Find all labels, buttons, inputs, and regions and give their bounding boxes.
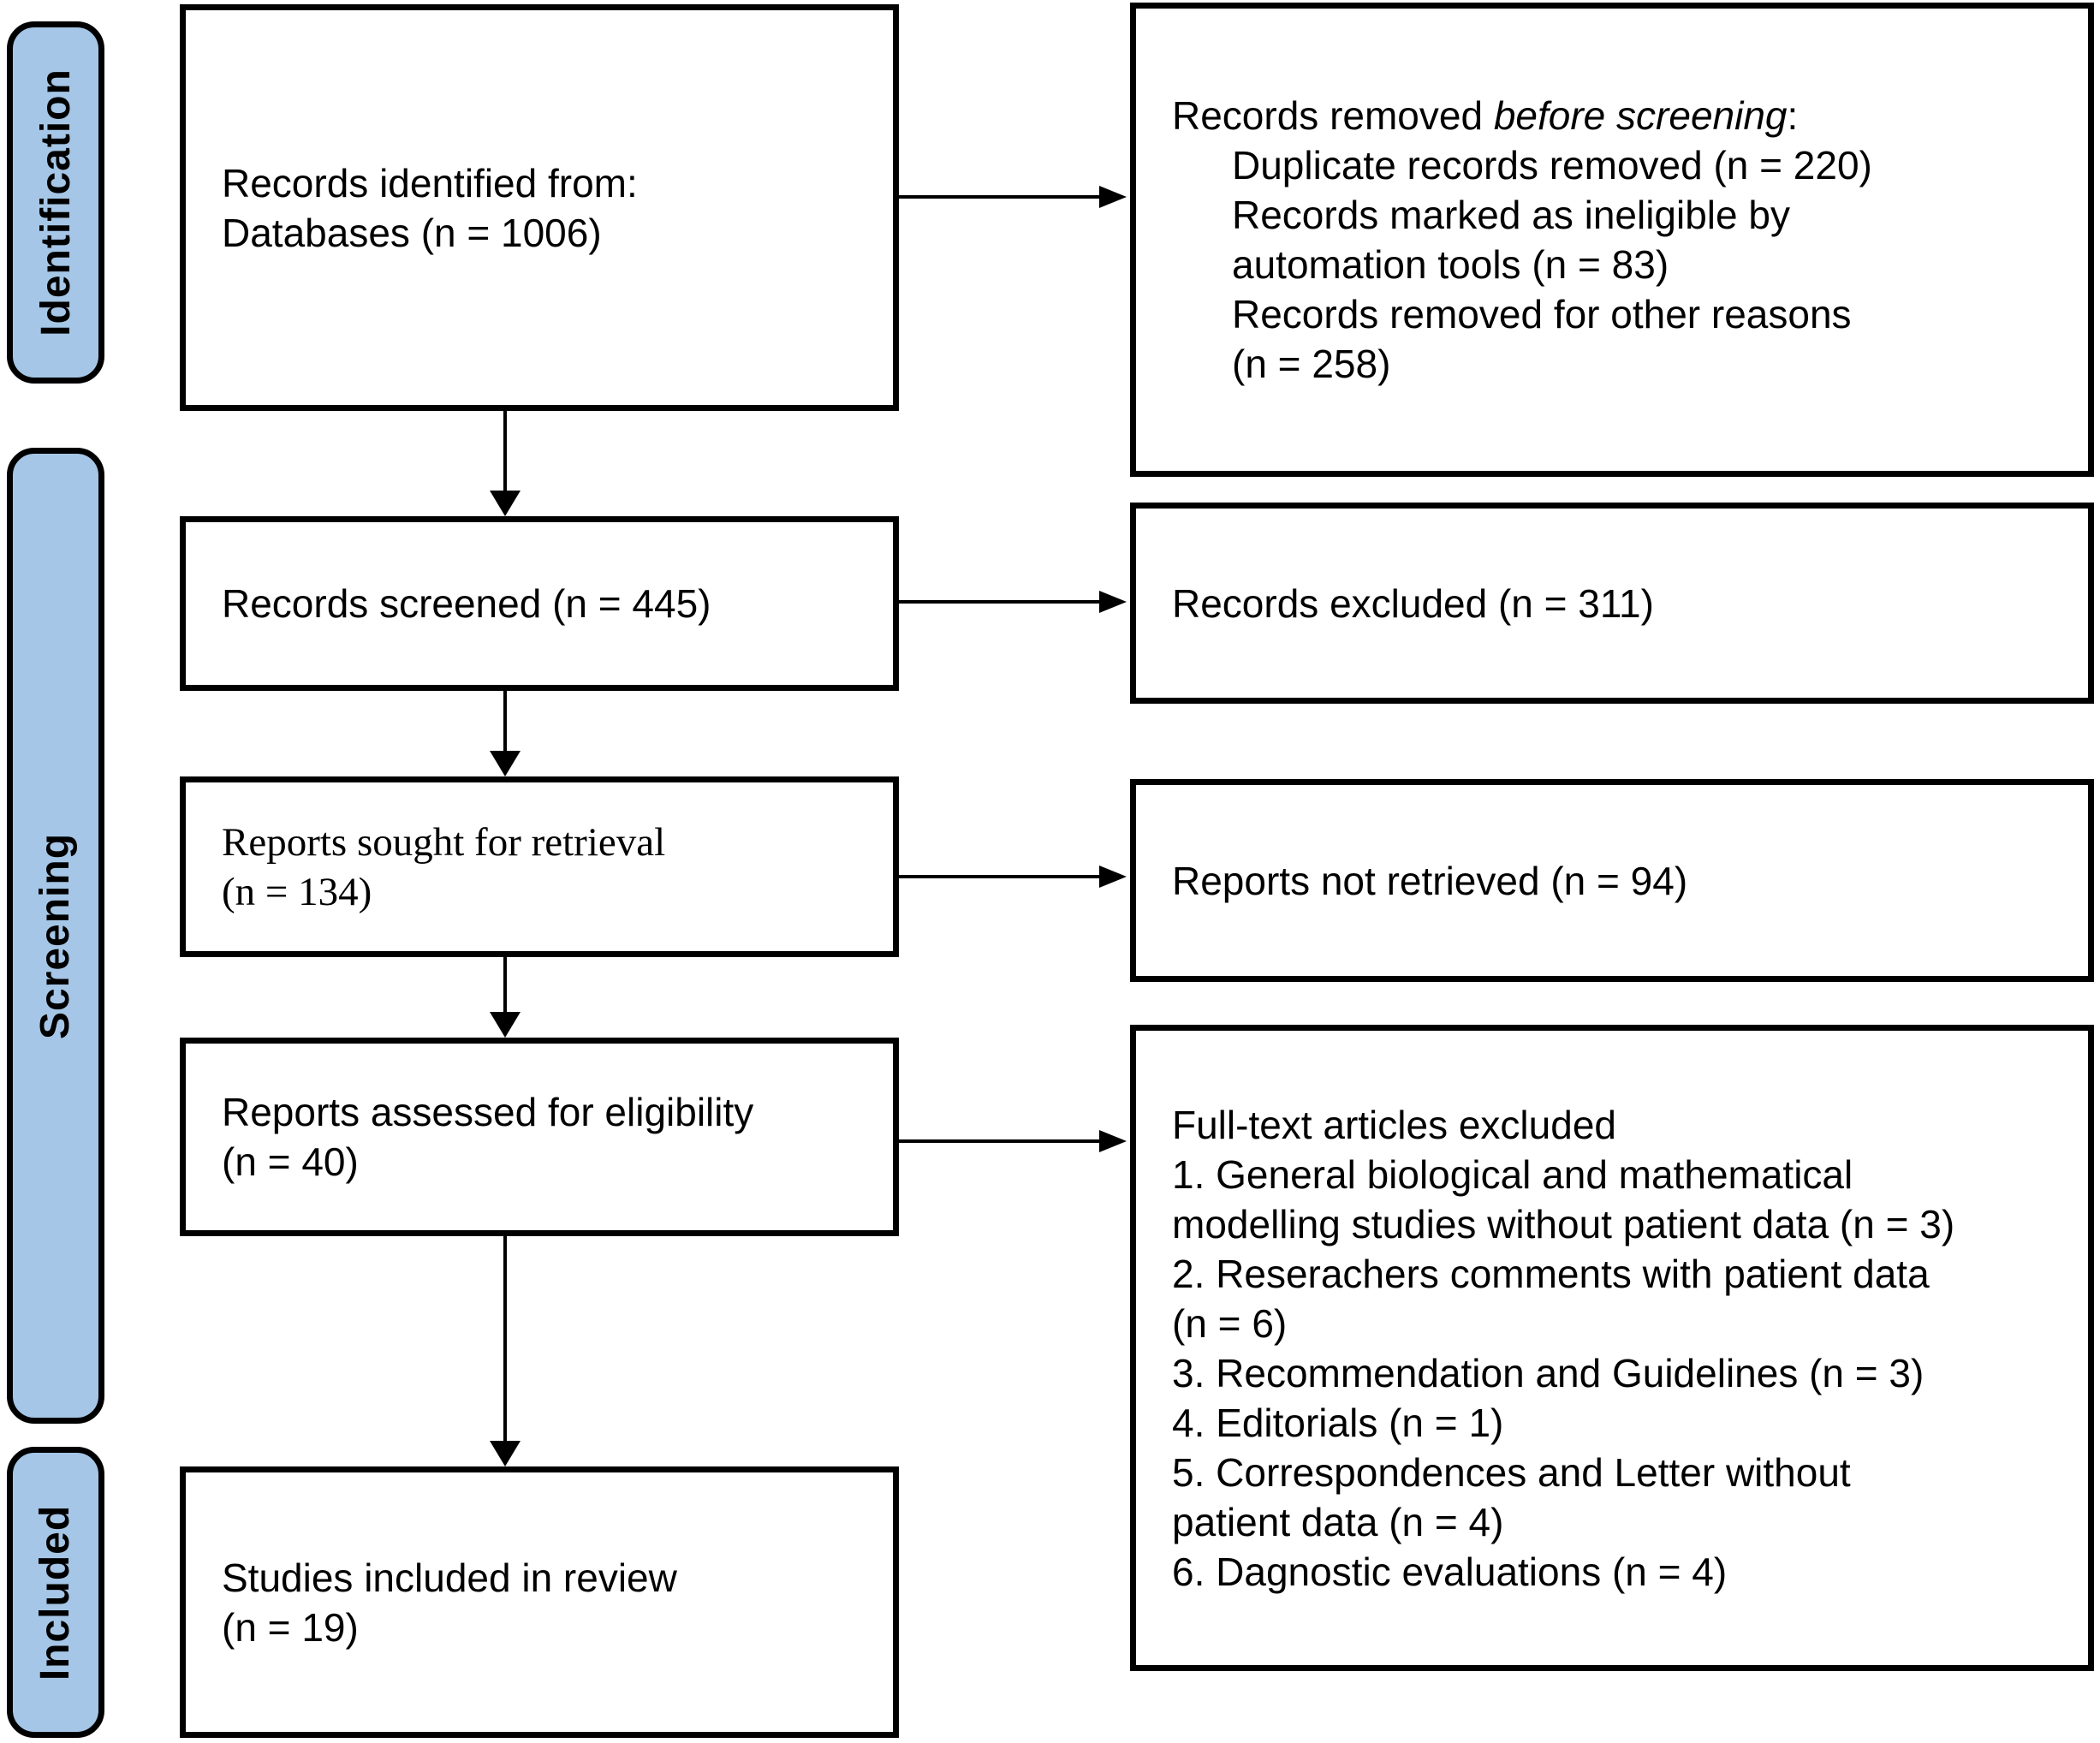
studies-included-text: Studies included in review (n = 19) (222, 1555, 677, 1650)
arrowhead-right-icon (1099, 591, 1127, 613)
arrowhead-down-icon (490, 751, 521, 776)
box-records-identified: Records identified from: Databases (n = … (180, 4, 899, 411)
fulltext-excluded-item: 3. Recommendation and Guidelines (n = 3) (1172, 1350, 1925, 1395)
box-records-screened: Records screened (n = 445) (180, 516, 899, 691)
stage-included: Included (7, 1447, 104, 1738)
arrow-sought-to-assessed (490, 957, 521, 1038)
box-records-removed: Records removed before screening: Duplic… (1130, 3, 2094, 477)
box-reports-not-retrieved: Reports not retrieved (n = 94) (1130, 779, 2094, 982)
arrow-screened-to-excluded (899, 591, 1127, 613)
arrow-identified-to-screened (490, 411, 521, 516)
records-identified-text: Records identified from: Databases (n = … (222, 160, 638, 255)
reports-not-retrieved-text: Reports not retrieved (n = 94) (1172, 858, 1688, 903)
records-removed-item: Duplicate records removed (n = 220) (1232, 143, 1872, 187)
fulltext-excluded-item: 2. Reserachers comments with patient dat… (1172, 1251, 1930, 1346)
arrow-assessed-to-included (490, 1236, 521, 1466)
records-removed-item: Records removed for other reasons (n = 2… (1232, 292, 1852, 386)
arrowhead-down-icon (490, 1441, 521, 1466)
fulltext-excluded-item: 1. General biological and mathematical m… (1172, 1151, 1955, 1246)
arrowhead-right-icon (1099, 866, 1127, 888)
reports-sought-text: Reports sought for retrieval (n = 134) (222, 819, 666, 914)
box-fulltext-excluded: Full-text articles excluded 1. General b… (1130, 1025, 2094, 1671)
box-reports-assessed: Reports assessed for eligibility (n = 40… (180, 1038, 899, 1236)
arrow-assessed-to-fulltext-excluded (899, 1130, 1127, 1152)
fulltext-excluded-item: 4. Editorials (n = 1) (1172, 1400, 1504, 1445)
records-excluded-text: Records excluded (n = 311) (1172, 580, 1654, 626)
fulltext-excluded-title: Full-text articles excluded (1172, 1102, 1616, 1147)
records-removed-suffix: : (1787, 93, 1799, 138)
records-removed-emphasis: before screening (1493, 93, 1788, 138)
arrowhead-down-icon (490, 1012, 521, 1038)
arrow-identified-to-removed (899, 186, 1127, 208)
arrowhead-right-icon (1099, 186, 1127, 208)
fulltext-excluded-item: 6. Dagnostic evaluations (n = 4) (1172, 1549, 1728, 1594)
arrow-sought-to-not-retrieved (899, 866, 1127, 888)
stage-identification: Identification (7, 21, 104, 384)
stage-screening: Screening (7, 448, 104, 1424)
stage-screening-label: Screening (33, 832, 79, 1039)
records-screened-text: Records screened (n = 445) (222, 581, 711, 626)
box-records-excluded: Records excluded (n = 311) (1130, 503, 2094, 704)
box-studies-included: Studies included in review (n = 19) (180, 1466, 899, 1738)
stage-identification-label: Identification (33, 68, 79, 336)
reports-assessed-text: Reports assessed for eligibility (n = 40… (222, 1090, 754, 1184)
records-removed-item: Records marked as ineligible by automati… (1232, 193, 1790, 287)
fulltext-excluded-item: 5. Correspondences and Letter without pa… (1172, 1449, 1851, 1544)
arrowhead-right-icon (1099, 1130, 1127, 1152)
records-removed-prefix: Records removed (1172, 93, 1494, 138)
arrow-screened-to-sought (490, 691, 521, 776)
arrowhead-down-icon (490, 491, 521, 516)
box-reports-sought: Reports sought for retrieval (n = 134) (180, 776, 899, 957)
stage-included-label: Included (33, 1504, 79, 1681)
records-removed-title: Records removed before screening: (1172, 91, 2067, 140)
